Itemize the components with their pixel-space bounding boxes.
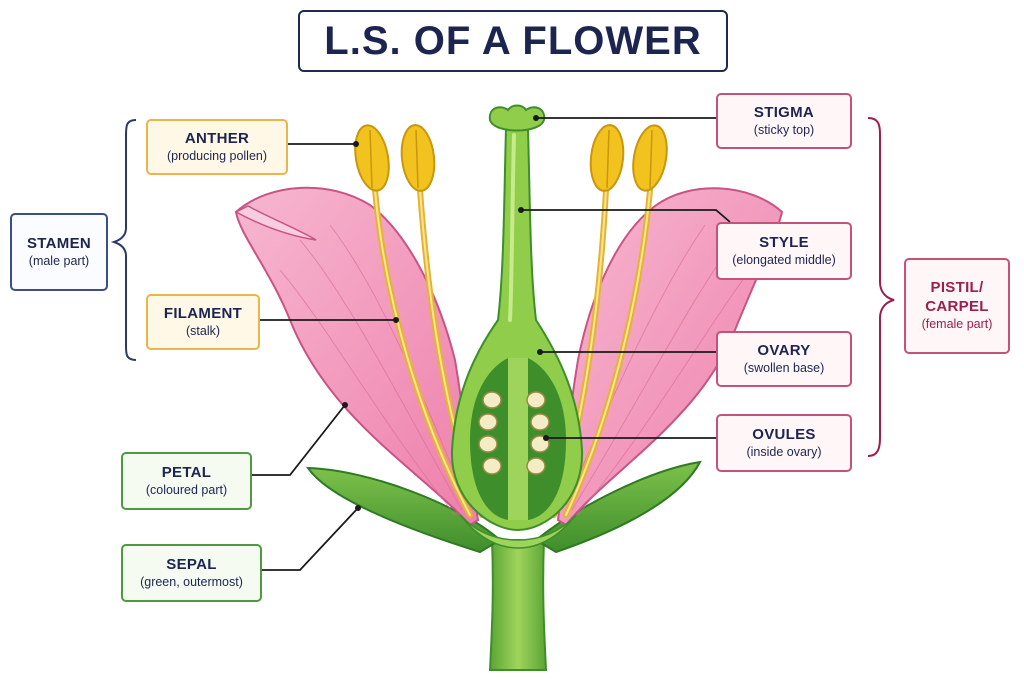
- petal-left: [234, 186, 480, 527]
- label-stamen-desc: (male part): [28, 253, 90, 268]
- label-filament: FILAMENT (stalk): [146, 294, 260, 350]
- label-filament-name: FILAMENT: [163, 304, 243, 322]
- receptacle: [459, 514, 577, 549]
- label-sepal: SEPAL (green, outermost): [121, 544, 262, 602]
- anther-1: [354, 124, 390, 192]
- label-filament-desc: (stalk): [185, 323, 221, 338]
- stem: [488, 539, 548, 671]
- ovule: [482, 457, 502, 475]
- petal-left-fold: [234, 205, 317, 241]
- label-ovary-desc: (swollen base): [743, 360, 825, 375]
- label-ovules: OVULES (inside ovary): [716, 414, 852, 472]
- label-pistil-desc: (female part): [921, 316, 993, 331]
- label-petal-desc: (coloured part): [145, 482, 228, 497]
- title-box: L.S. OF A FLOWER: [298, 10, 728, 72]
- leader-petal: [252, 404, 346, 476]
- label-pistil-name-1: PISTIL/: [930, 279, 984, 297]
- label-ovules-desc: (inside ovary): [746, 444, 822, 459]
- label-style: STYLE (elongated middle): [716, 222, 852, 280]
- label-stigma-name: STIGMA: [753, 103, 815, 121]
- label-petal: PETAL (coloured part): [121, 452, 252, 510]
- leader-sepal: [262, 507, 359, 571]
- label-stigma-desc: (sticky top): [753, 122, 815, 137]
- label-style-desc: (elongated middle): [732, 252, 836, 267]
- label-pistil-name-2: CARPEL: [925, 298, 989, 316]
- label-stamen: STAMEN (male part): [10, 213, 108, 291]
- label-ovary: OVARY (swollen base): [716, 331, 852, 387]
- ovule: [526, 457, 546, 475]
- label-stamen-name: STAMEN: [26, 234, 92, 252]
- sepal-right: [534, 460, 702, 554]
- sepal-left: [306, 466, 502, 554]
- label-anther-desc: (producing pollen): [166, 148, 268, 163]
- label-anther: ANTHER (producing pollen): [146, 119, 288, 175]
- ovule: [478, 435, 498, 453]
- label-ovary-name: OVARY: [757, 341, 811, 359]
- pistil-brace: [867, 117, 895, 457]
- stigma: [488, 104, 546, 132]
- label-pistil: PISTIL/ CARPEL (female part): [904, 258, 1010, 354]
- anther-4: [632, 124, 668, 192]
- label-stigma: STIGMA (sticky top): [716, 93, 852, 149]
- label-petal-name: PETAL: [161, 463, 212, 481]
- label-sepal-desc: (green, outermost): [140, 574, 243, 589]
- label-ovules-name: OVULES: [752, 425, 816, 443]
- label-anther-name: ANTHER: [184, 129, 250, 147]
- anther-2: [400, 124, 436, 192]
- leader-style: [521, 209, 731, 223]
- ovule: [526, 391, 546, 409]
- label-sepal-name: SEPAL: [166, 555, 217, 573]
- ovule: [478, 413, 498, 431]
- ovule: [482, 391, 502, 409]
- stamen-brace: [110, 119, 137, 361]
- anther-3: [589, 124, 625, 192]
- ovule: [530, 413, 550, 431]
- label-style-name: STYLE: [759, 233, 809, 251]
- style-highlight: [508, 133, 516, 322]
- page-title: L.S. OF A FLOWER: [324, 18, 702, 63]
